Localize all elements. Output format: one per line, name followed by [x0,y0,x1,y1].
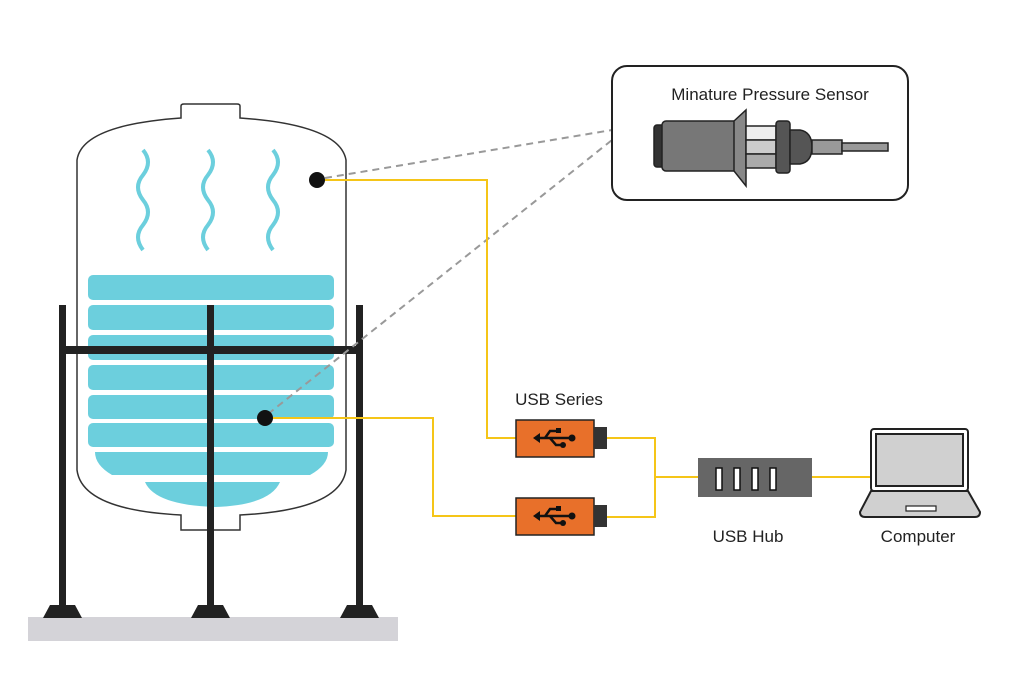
usb-series-label: USB Series [515,390,603,409]
usb-icon [533,506,576,526]
sensor-callout: Minature Pressure Sensor [611,65,909,201]
usb-hub-icon [698,458,812,497]
sensor-point-top [309,172,325,188]
pressure-sensor-icon [653,108,889,189]
stand [43,305,379,618]
usb-device-1 [515,419,607,458]
steam [136,148,280,252]
floor [28,617,398,641]
usb-device-2 [515,497,607,536]
sensor-point-bottom [257,410,273,426]
sensor-title: Minature Pressure Sensor [671,85,869,104]
sensor-leader-lines [267,129,613,415]
laptop-icon [858,428,982,518]
computer-label: Computer [881,527,956,546]
cables [265,179,872,518]
usb-hub-label: USB Hub [713,527,784,546]
usb-icon [533,428,576,448]
